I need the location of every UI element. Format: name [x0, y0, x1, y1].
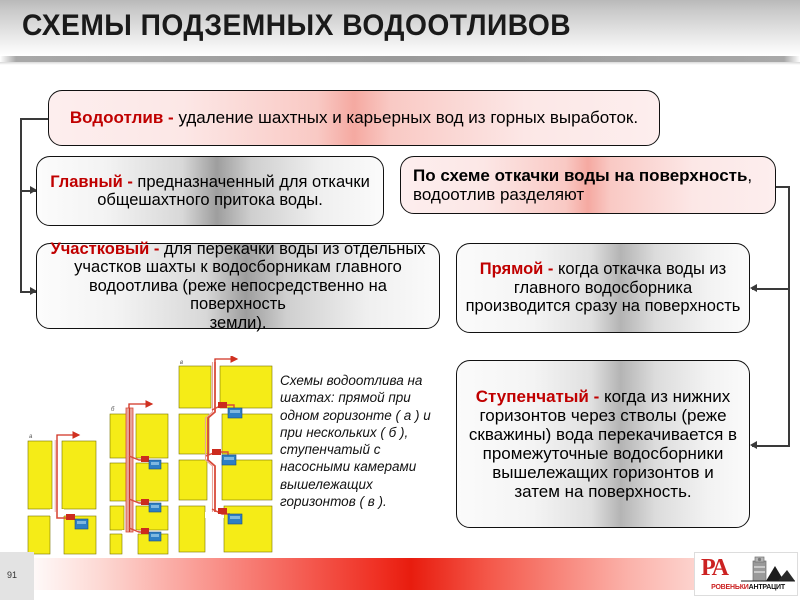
definition-box-glavnyi: Главный - предназначенный для откачки об…	[36, 156, 384, 226]
logo-wordmark-black: АНТРАЦИТ	[748, 584, 786, 591]
slide-header: СХЕМЫ ПОДЗЕМНЫХ ВОДООТЛИВОВ	[0, 0, 800, 56]
term-dash: -	[153, 239, 160, 258]
definition-text-glavnyi: предназначенный для откачки общешахтного…	[97, 172, 370, 209]
connector-left-stub	[20, 118, 48, 120]
definition-text-pryamoi: когда откачка воды из главного водосборн…	[465, 260, 741, 316]
arrow-to-uchastkovyi-icon	[30, 287, 37, 295]
figure-label-c: в	[180, 360, 183, 366]
term-stupenchatyi: Ступенчатый	[475, 386, 589, 406]
definition-box-uchastkovyi: Участковый - для перекачки воды из отдел…	[36, 239, 440, 332]
logo-headframe-icon	[741, 556, 795, 582]
connector-right-stub	[776, 186, 790, 188]
figure-panel-a: а	[27, 431, 97, 555]
arrow-to-glavnyi-icon	[30, 186, 37, 194]
page-title: СХЕМЫ ПОДЗЕМНЫХ ВОДООТЛИВОВ	[22, 9, 572, 42]
term-dash: -	[547, 260, 554, 279]
criterion-rest-text: , водоотлив разделяют	[413, 165, 753, 204]
connector-left-trunk	[20, 118, 22, 292]
connector-right-trunk	[788, 186, 790, 446]
connector-to-glavnyi	[20, 190, 38, 192]
logo-monogram: РА	[701, 555, 729, 581]
arrow-to-stupenchatyi-icon	[750, 441, 757, 449]
term-uchastkovyi: Участковый	[50, 239, 150, 258]
definition-box-stupenchatyi: Ступенчатый - когда из нижних горизонтов…	[456, 360, 750, 528]
figure-caption: Схемы водоотлива на шахтах: прямой при о…	[280, 373, 431, 509]
term-pryamoi: Прямой	[479, 260, 544, 279]
term-dash: -	[593, 386, 600, 406]
footer-accent-bar	[22, 558, 800, 590]
definition-text-stupenchatyi: когда из нижних горизонтов через стволы …	[468, 386, 738, 483]
logo-wordmark-red: РОВЕНЬКИ	[711, 584, 749, 591]
page-number: 91	[7, 570, 18, 580]
definition-box-pryamoi: Прямой - когда откачка воды из главного …	[456, 243, 750, 333]
logo-wordmark: РОВЕНЬКИАНТРАЦИТ	[699, 584, 797, 591]
definition-box-vodootliv: Водоотлив - удаление шахтных и карьерных…	[48, 90, 660, 146]
header-divider-shadow	[0, 62, 800, 65]
figure-label-b: б	[111, 407, 115, 413]
figure-label-a: а	[29, 434, 33, 440]
connector-to-stupenchatyi	[752, 445, 790, 447]
term-glavnyi: Главный	[50, 172, 123, 191]
connector-to-uchastkovyi	[20, 291, 38, 293]
company-logo: РА РОВЕНЬКИАНТРАЦИТ	[694, 552, 798, 596]
term-dash: -	[127, 172, 133, 191]
header-divider	[0, 56, 800, 62]
arrow-to-pryamoi-icon	[750, 284, 757, 292]
criterion-bold-text: По схеме откачки воды на поверхность	[413, 165, 748, 185]
term-dash: -	[168, 108, 174, 128]
figure-dewatering-schemes: а	[22, 355, 280, 556]
term-vodootliv: Водоотлив	[69, 108, 164, 128]
definition-text-vodootliv: удаление шахтных и карьерных вод из горн…	[178, 108, 639, 128]
figure-panel-b: б	[109, 400, 169, 555]
figure-panel-c: в	[178, 355, 273, 553]
footer-left-strip	[0, 552, 34, 600]
definition-overflow-uchastkovyi: земли).	[209, 313, 267, 332]
definition-text-uchastkovyi: для перекачки воды из отдельных участков…	[74, 239, 426, 314]
connector-to-pryamoi	[752, 288, 790, 290]
criterion-box-po-skheme: По схеме откачки воды на поверхность, во…	[400, 156, 776, 214]
definition-overflow-stupenchatyi: затем на поверхность.	[514, 482, 692, 502]
